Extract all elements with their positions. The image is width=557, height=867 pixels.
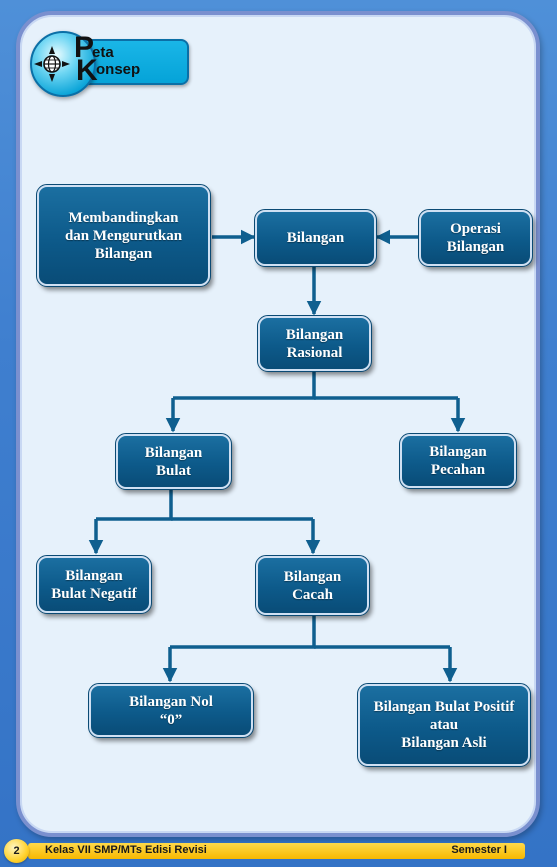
- footer-bar: Kelas VII SMP/MTs Edisi Revisi Semester …: [28, 843, 525, 859]
- badge-peta-initial: P: [74, 31, 95, 64]
- branch-cacah: [170, 615, 316, 649]
- page-number: 2: [4, 839, 29, 863]
- badge-konsep-initial: K: [76, 54, 98, 87]
- badge-konsep-rest: onsep: [96, 61, 141, 78]
- node-membandingkan: Membandingkan dan Mengurutkan Bilangan: [36, 184, 211, 287]
- node-bilangan-nol: Bilangan Nol “0”: [88, 683, 254, 738]
- node-bilangan-bulat-positif: Bilangan Bulat Positif atau Bilangan Asl…: [357, 683, 531, 767]
- node-bilangan-pecahan: Bilangan Pecahan: [399, 433, 517, 489]
- node-bilangan-rasional: Bilangan Rasional: [257, 315, 372, 372]
- semester-label: Semester I: [451, 844, 507, 856]
- globe-compass-icon: [34, 46, 70, 82]
- badge-peta-rest: eta: [92, 44, 114, 61]
- node-bilangan-bulat-negatif: Bilangan Bulat Negatif: [36, 555, 152, 614]
- book-title: Kelas VII SMP/MTs Edisi Revisi: [45, 844, 207, 856]
- node-operasi-bilangan: Operasi Bilangan: [418, 209, 533, 267]
- node-bilangan-cacah: Bilangan Cacah: [255, 555, 370, 616]
- branch-rasional: [173, 370, 316, 400]
- branch-bulat: [96, 488, 173, 521]
- node-bilangan-bulat: Bilangan Bulat: [115, 433, 232, 490]
- node-bilangan: Bilangan: [254, 209, 377, 267]
